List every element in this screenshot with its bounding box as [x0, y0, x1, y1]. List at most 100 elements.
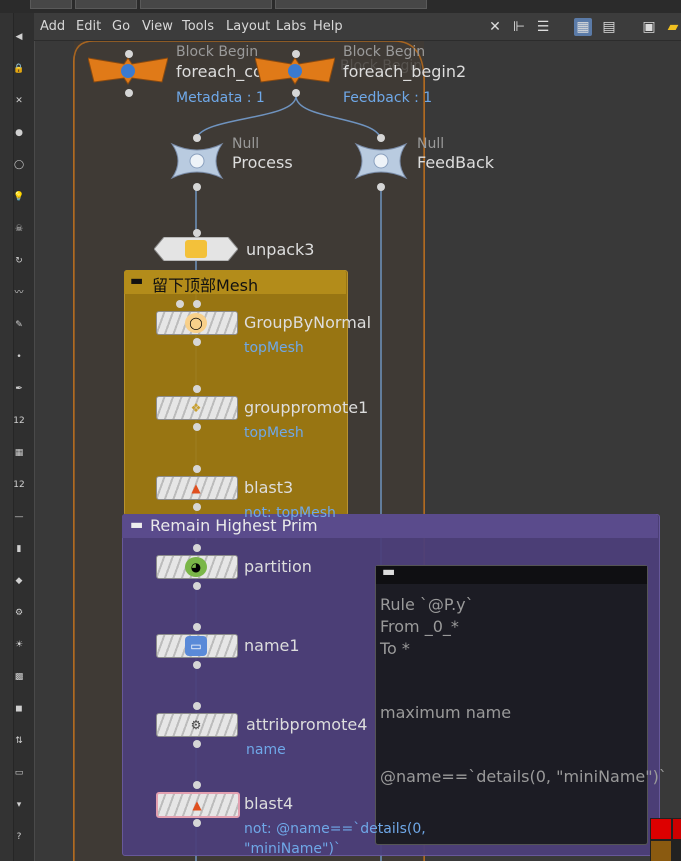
- menu-labs[interactable]: Labs: [276, 19, 307, 34]
- node-type: Null: [417, 136, 445, 152]
- node-name[interactable]: GroupByNormal: [244, 313, 372, 332]
- sphere-icon[interactable]: ●: [15, 128, 23, 138]
- help-icon[interactable]: ?: [16, 832, 22, 842]
- node-comment: name: [246, 742, 286, 758]
- sun-icon[interactable]: ☀: [14, 640, 24, 650]
- cube-icon[interactable]: ◼: [15, 704, 23, 714]
- node-grouppromote[interactable]: ❖: [156, 396, 238, 420]
- tab-obj[interactable]: [75, 0, 137, 9]
- bar-icon[interactable]: ▮: [16, 544, 22, 554]
- circle-icon[interactable]: ◯: [13, 160, 25, 170]
- promote-icon: ❖: [190, 401, 202, 415]
- tab-path-1[interactable]: [140, 0, 272, 9]
- node-blast4[interactable]: ▲: [156, 792, 240, 818]
- line-icon[interactable]: —: [14, 512, 24, 522]
- wave-icon[interactable]: 〰: [14, 288, 24, 298]
- node-name[interactable]: blast3: [244, 478, 294, 497]
- screen-icon[interactable]: ▣: [642, 19, 656, 35]
- collapse-icon[interactable]: ▬: [382, 564, 396, 580]
- netbox-highest-prim-header[interactable]: ▬ Remain Highest Prim: [122, 514, 658, 538]
- menu-bar: Add Edit Go View Tools Layout Labs Help …: [34, 13, 681, 41]
- bulb-icon[interactable]: 💡: [13, 192, 25, 202]
- skull-icon[interactable]: ☠: [14, 224, 24, 234]
- node-name1[interactable]: ▭: [156, 634, 238, 658]
- blast-icon: ▲: [192, 798, 202, 812]
- node-name[interactable]: unpack3: [246, 240, 315, 259]
- sticky-line: maximum name: [380, 703, 512, 722]
- box-icon[interactable]: ▦: [14, 448, 24, 458]
- lock-icon[interactable]: 🔒: [13, 64, 25, 74]
- menu-go[interactable]: Go: [112, 19, 131, 34]
- grid-icon[interactable]: ▩: [14, 672, 24, 682]
- node-foreach-count[interactable]: [87, 56, 169, 86]
- group-icon: ◯: [185, 313, 207, 333]
- display-icon[interactable]: ▭: [14, 768, 24, 778]
- pen-icon[interactable]: ✒: [15, 384, 23, 394]
- scale-12b[interactable]: 12: [13, 480, 25, 490]
- netbox-top-mesh-header[interactable]: ▬ 留下顶部Mesh: [124, 270, 346, 295]
- link-begin-process: [195, 95, 297, 142]
- node-attribpromote[interactable]: ⚙: [156, 713, 238, 737]
- menu-help[interactable]: Help: [313, 19, 343, 34]
- node-name[interactable]: name1: [244, 636, 300, 655]
- scale-12[interactable]: 12: [13, 416, 25, 426]
- node-comment: Feedback : 1: [343, 90, 433, 106]
- x-icon[interactable]: ✕: [15, 96, 23, 106]
- node-type: Block Begin: [176, 44, 259, 60]
- wedge-icon[interactable]: ◆: [15, 576, 23, 586]
- node-feedback[interactable]: [352, 140, 410, 182]
- node-name[interactable]: grouppromote1: [244, 398, 369, 417]
- node-name[interactable]: attribpromote4: [246, 715, 368, 734]
- arrow-icon[interactable]: ◀: [15, 32, 23, 42]
- chevron-icon[interactable]: ▾: [16, 800, 22, 810]
- list-icon[interactable]: ☰: [536, 19, 550, 35]
- sticky-header[interactable]: ▬: [376, 564, 647, 584]
- swatch-red2[interactable]: [673, 819, 681, 839]
- brush-icon[interactable]: ✎: [15, 320, 23, 330]
- node-type: Block Begin: [343, 44, 426, 60]
- swatch-red[interactable]: [651, 819, 671, 839]
- swatch-brown[interactable]: [651, 841, 671, 861]
- node-name[interactable]: Process: [232, 153, 293, 172]
- menu-view[interactable]: View: [142, 19, 173, 34]
- collapse-icon[interactable]: ▬: [130, 517, 144, 533]
- menu-layout[interactable]: Layout: [226, 19, 271, 34]
- node-process[interactable]: [168, 140, 226, 182]
- menu-tools[interactable]: Tools: [182, 19, 215, 34]
- node-name[interactable]: blast4: [244, 794, 294, 813]
- sticky-note[interactable]: ▬ Rule `@P.y` From _0_* To * maximum nam…: [375, 564, 667, 845]
- tab-nav[interactable]: [30, 0, 72, 9]
- grid-view-icon[interactable]: ▦: [574, 18, 592, 36]
- block-outline: [73, 41, 425, 861]
- gear-icon[interactable]: ⚙: [14, 608, 24, 618]
- wrench-icon[interactable]: ✕: [489, 19, 501, 35]
- node-name[interactable]: FeedBack: [417, 153, 495, 172]
- dot-icon[interactable]: •: [16, 352, 22, 362]
- node-blast3[interactable]: ▲: [156, 476, 238, 500]
- node-groupbynormal[interactable]: ◯: [156, 311, 238, 335]
- node-comment: "miniName")`: [244, 841, 341, 857]
- tab-strip: [0, 0, 681, 13]
- tab-path-2[interactable]: [275, 0, 427, 9]
- sort-icon[interactable]: ⇅: [15, 736, 23, 746]
- left-toolbar: [0, 13, 14, 861]
- color-palette[interactable]: [650, 818, 681, 861]
- node-unpack[interactable]: [153, 236, 239, 262]
- node-foreach-begin[interactable]: [254, 56, 336, 86]
- tree-icon[interactable]: ⊩: [512, 19, 526, 35]
- node-partition[interactable]: ◕: [156, 555, 238, 579]
- ghost-label: Block Begin: [340, 58, 423, 74]
- netbox-title: 留下顶部Mesh: [152, 276, 259, 295]
- node-name[interactable]: foreach_begin2: [343, 62, 467, 81]
- name-icon: ▭: [185, 636, 207, 656]
- node-name[interactable]: partition: [244, 557, 312, 576]
- partition-icon: ◕: [185, 557, 207, 577]
- sticky-line: From _0_*: [380, 617, 459, 636]
- thumbnail-icon[interactable]: ▤: [602, 19, 616, 35]
- collapse-icon[interactable]: ▬: [130, 273, 144, 289]
- netbox-title: Remain Highest Prim: [150, 516, 318, 535]
- note-icon[interactable]: ▰: [667, 19, 679, 35]
- menu-edit[interactable]: Edit: [76, 19, 102, 34]
- rotate-icon[interactable]: ↻: [15, 256, 23, 266]
- menu-add[interactable]: Add: [40, 19, 66, 34]
